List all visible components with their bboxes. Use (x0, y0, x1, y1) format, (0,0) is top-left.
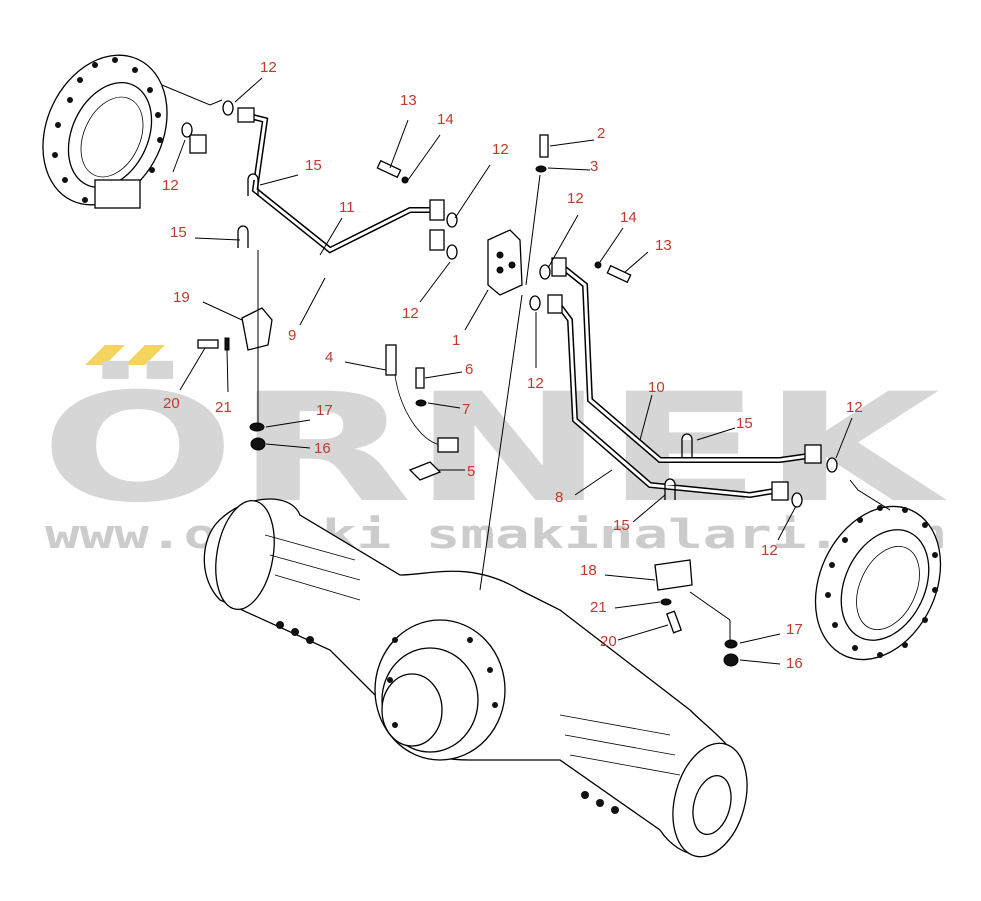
callout-12-left-disc: 12 (162, 177, 179, 194)
watermark-accent-right (125, 345, 165, 365)
callout-21-right: 21 (590, 599, 607, 616)
callout-16-right: 16 (786, 655, 803, 672)
callout-12-right-disc-upper: 12 (846, 399, 863, 416)
callout-12-right-upper: 12 (567, 190, 584, 207)
callout-5: 5 (467, 463, 475, 480)
callout-1: 1 (452, 332, 460, 349)
callout-11: 11 (339, 199, 355, 216)
callout-15-right-lower: 15 (613, 517, 630, 534)
callout-13-right: 13 (655, 237, 672, 254)
right-brake-disc (814, 505, 942, 661)
callout-15-upper-left: 15 (305, 157, 322, 174)
callout-20-left: 20 (163, 395, 180, 412)
watermark: ÖRNEK www.orneki smakinalari.com (40, 345, 947, 558)
left-brake-disc (42, 54, 168, 209)
axle-housing (203, 498, 748, 858)
callout-6: 6 (465, 361, 473, 378)
callout-14-left: 14 (437, 111, 454, 128)
callout-17-right: 17 (786, 621, 803, 638)
callout-12-lower-mid: 12 (402, 305, 419, 322)
callout-labels: 12 12 13 14 15 11 12 2 3 12 14 13 15 19 … (162, 59, 863, 672)
callout-17-left: 17 (316, 402, 333, 419)
callout-21-left: 21 (215, 399, 232, 416)
right-brake-pipes (547, 257, 822, 501)
callout-12-top-left: 12 (260, 59, 277, 76)
callout-7: 7 (462, 401, 470, 418)
callout-12-right-disc-lower: 12 (761, 542, 778, 559)
callout-19: 19 (173, 289, 190, 306)
callout-15-left-lower: 15 (170, 224, 187, 241)
callout-12-mid: 12 (492, 141, 509, 158)
callout-12-below-block: 12 (527, 375, 544, 392)
callout-15-right-upper: 15 (736, 415, 753, 432)
callout-13-left: 13 (400, 92, 417, 109)
callout-16-left: 16 (314, 440, 331, 457)
leader-lines (172, 77, 853, 665)
watermark-accent-left (85, 345, 125, 365)
callout-10: 10 (648, 379, 665, 396)
callout-4: 4 (325, 349, 333, 366)
callout-18: 18 (580, 562, 597, 579)
sensor (385, 344, 459, 453)
left-brake-pipes (189, 107, 445, 272)
callout-3: 3 (590, 158, 598, 175)
junction-block (487, 229, 523, 296)
hardware (161, 84, 891, 667)
callout-9: 9 (288, 327, 296, 344)
callout-20-right: 20 (600, 633, 617, 650)
callout-8: 8 (555, 489, 563, 506)
callout-14-right: 14 (620, 209, 637, 226)
watermark-url: www.orneki smakinalari.com (45, 512, 945, 558)
callout-2: 2 (597, 125, 605, 142)
